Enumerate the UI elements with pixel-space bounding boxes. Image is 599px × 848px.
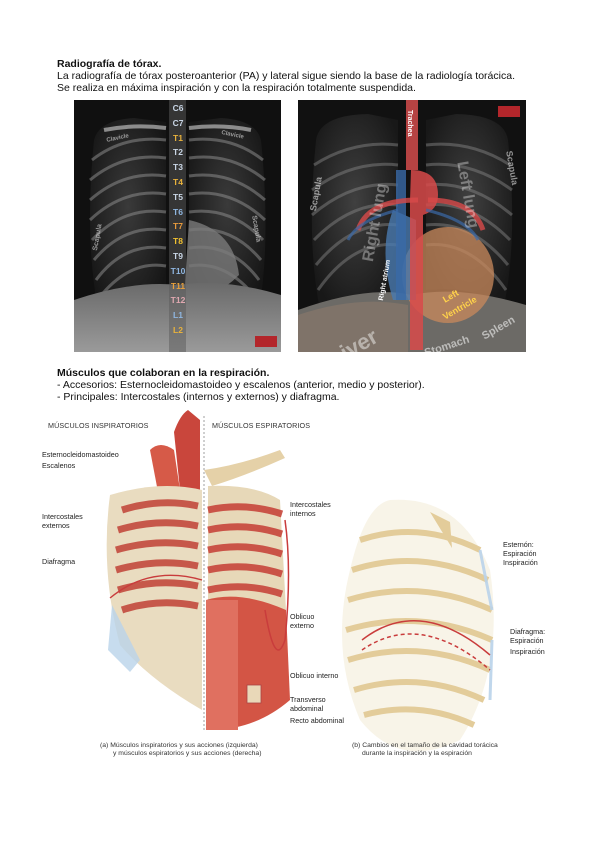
section2-title: Músculos que colaboran en la respiración… xyxy=(57,367,270,379)
section2-item2: - Principales: Intercostales (internos y… xyxy=(57,391,340,403)
chest-xray-pa-anatomy: Liver Stomach Spleen Left Ventricle Righ… xyxy=(298,100,526,352)
label-diaphragm-2: Diafragma: xyxy=(510,627,546,636)
vertebra-label: T3 xyxy=(173,162,183,173)
vertebra-label: L1 xyxy=(173,310,183,321)
vertebra-label: T1 xyxy=(173,132,183,143)
caption-b-line2: durante la inspiración y la espiración xyxy=(362,750,472,757)
label-sternocleidomastoid: Esternocleidomastoideo xyxy=(42,450,119,459)
muscles-illustration xyxy=(106,410,494,752)
label-internal-intercostals-1: Intercostales xyxy=(290,500,331,509)
vertebra-label: T6 xyxy=(173,206,183,217)
label-transverse-abdominal-1: Transverso xyxy=(290,695,326,704)
vertebra-label: T4 xyxy=(173,177,183,187)
label-rectus-abdominis: Recto abdominal xyxy=(290,716,344,725)
caption-b-line1: (b) Cambios en el tamaño de la cavidad t… xyxy=(352,742,498,749)
label-internal-oblique: Oblicuo interno xyxy=(290,671,339,680)
section1-line1: La radiografía de tórax posteroanterior … xyxy=(57,70,515,82)
section2-item1: - Accesorios: Esternocleidomastoideo y e… xyxy=(57,379,425,391)
xray-pa-image xyxy=(74,100,281,352)
label-external-intercostals-1: Intercostales xyxy=(42,512,83,521)
section1-line2: Se realiza en máxima inspiración y con l… xyxy=(57,82,416,94)
label-sternum: Esternón: xyxy=(503,540,534,549)
label-scalenes: Escalenos xyxy=(42,461,76,470)
vertebra-label: T8 xyxy=(173,236,183,247)
label-sternum-expiration: Espiración xyxy=(503,549,537,558)
label-transverse-abdominal-2: abdominal xyxy=(290,704,324,713)
label-diaphragm-expiration: Espiración xyxy=(510,636,544,645)
watermark-logo xyxy=(255,336,277,347)
label-diaphragm: Diafragma xyxy=(42,557,76,566)
caption-a-line1: (a) Músculos inspiratorios y sus accione… xyxy=(100,742,258,749)
trachea-label: Trachea xyxy=(406,110,413,137)
vertebra-label: T2 xyxy=(173,147,183,158)
label-internal-intercostals-2: internos xyxy=(290,509,316,518)
label-sternum-inspiration: Inspiración xyxy=(503,558,538,567)
section1-title: Radiografía de tórax. xyxy=(57,58,162,70)
watermark-logo-2 xyxy=(498,106,520,117)
vertebra-label: L2 xyxy=(173,325,183,335)
vertebra-label: T7 xyxy=(173,221,183,232)
respiratory-muscles-figure: MÚSCULOS INSPIRATORIOS MÚSCULOS ESPIRATO… xyxy=(40,410,560,770)
label-external-oblique-2: externo xyxy=(290,621,314,630)
vertebra-label: T10 xyxy=(170,265,186,276)
vertebra-label: T5 xyxy=(173,191,183,202)
vertebra-label: C7 xyxy=(172,117,184,128)
vertebra-label: C6 xyxy=(172,103,184,113)
label-external-oblique-1: Oblicuo xyxy=(290,612,315,621)
caption-a-line2: y músculos espiratorios y sus acciones (… xyxy=(113,750,262,757)
label-diaphragm-inspiration: Inspiración xyxy=(510,647,545,656)
label-external-intercostals-2: externos xyxy=(42,521,70,530)
vertebra-label: T11 xyxy=(170,280,186,291)
header-inspiratory: MÚSCULOS INSPIRATORIOS xyxy=(48,421,149,430)
vertebra-label: T9 xyxy=(173,251,183,261)
vertebra-label: T12 xyxy=(170,295,186,306)
xray-anatomy-image xyxy=(298,100,526,352)
header-expiratory: MÚSCULOS ESPIRATORIOS xyxy=(212,421,311,430)
